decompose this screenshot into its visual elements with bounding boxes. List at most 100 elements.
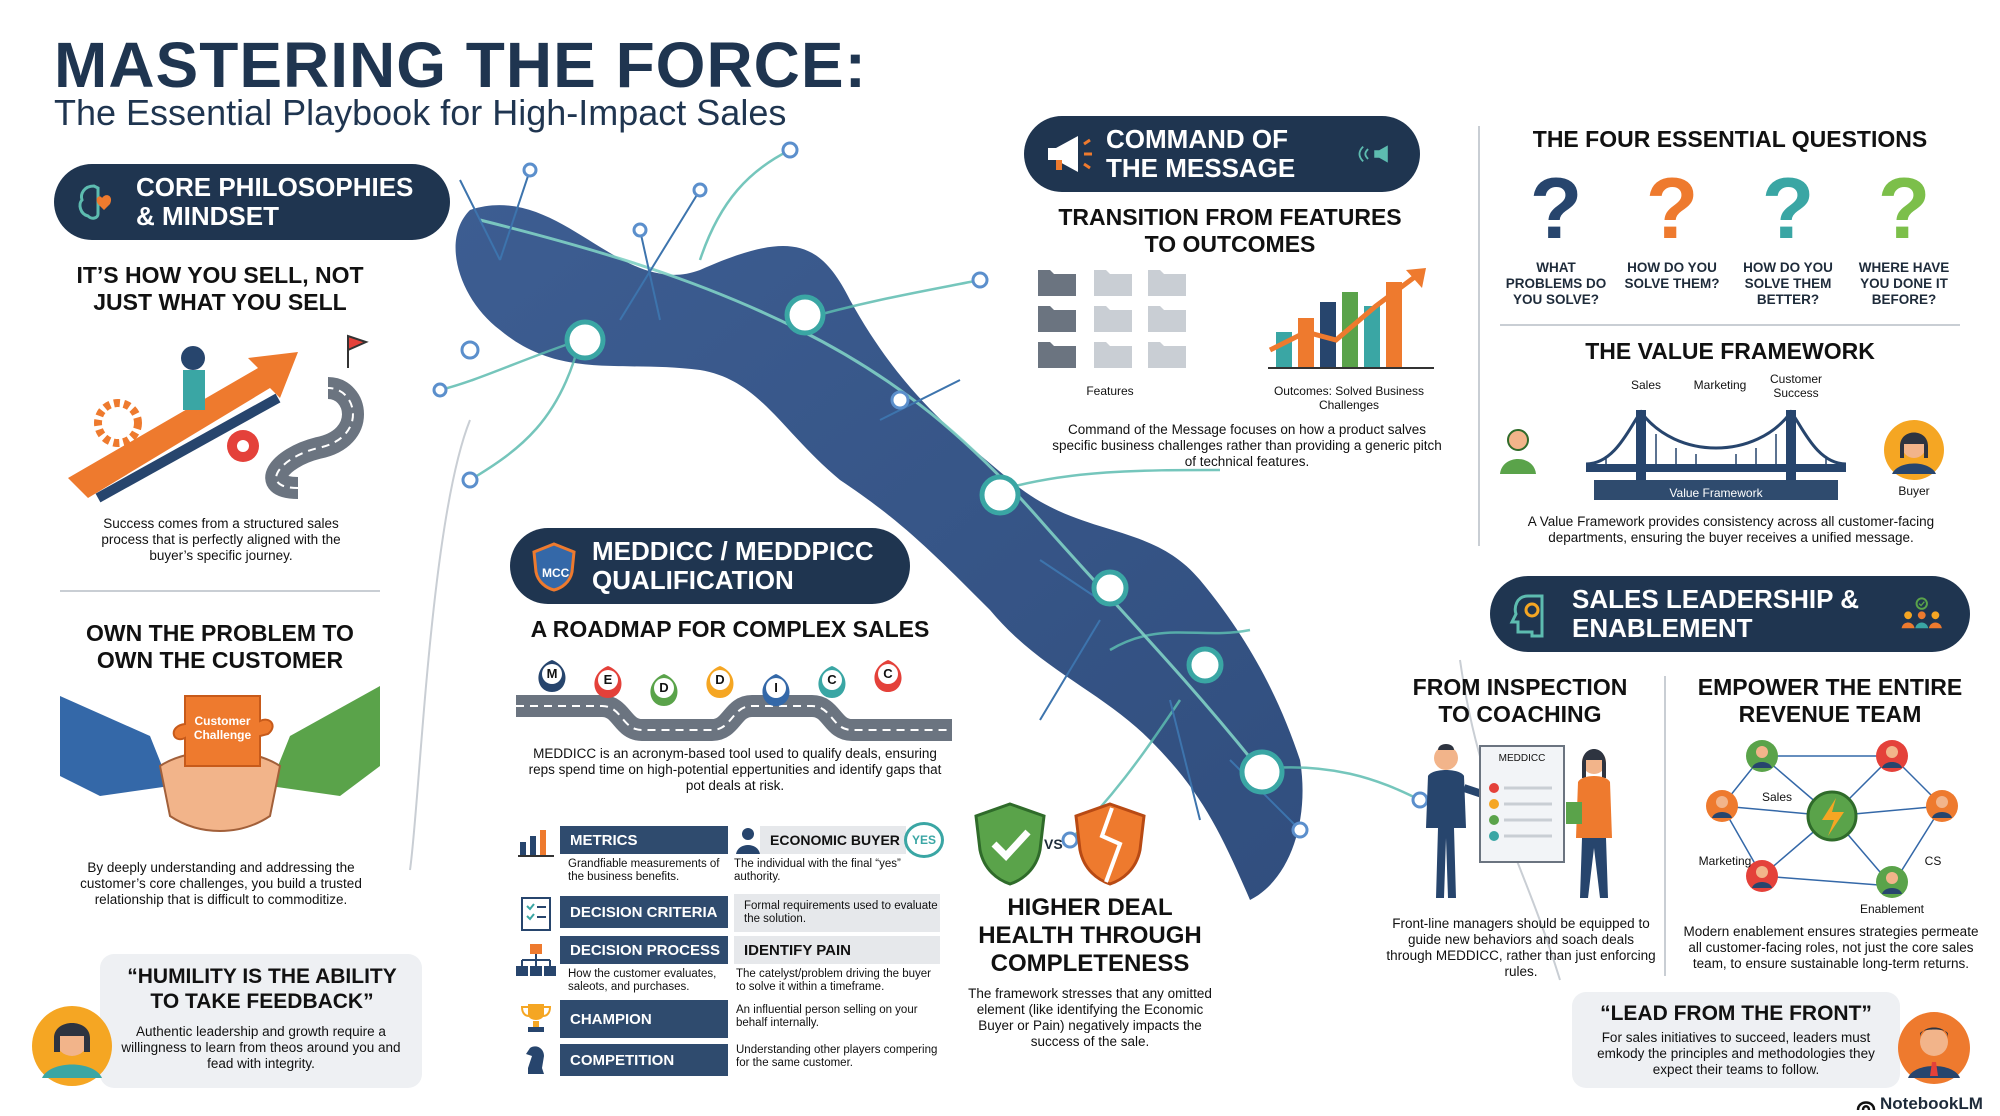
- desc-metrics: Grandfiable measurements of the business…: [568, 858, 720, 883]
- head-gear-icon: [1509, 594, 1544, 638]
- person-icon: [736, 828, 760, 854]
- vs-label: VS: [1044, 836, 1063, 852]
- pin-letter-c2: C: [883, 666, 893, 681]
- label-vf-sales: Sales: [1630, 378, 1662, 392]
- pill-command-label: COMMAND OF THE MESSAGE: [1106, 124, 1296, 183]
- pill-command-message: COMMAND OF THE MESSAGE: [1024, 116, 1420, 192]
- desc-decision-criteria: Formal requirements used to evaluate the…: [734, 894, 940, 932]
- row-metrics: METRICS: [560, 826, 728, 854]
- text-own-problem: By deeply understanding and addressing t…: [80, 860, 362, 907]
- avatar-buyer: [1884, 420, 1944, 480]
- footer-brand-label: NotebookLM: [1880, 1094, 1983, 1113]
- heading-features-outcomes: TRANSITION FROM FEATURES TO OUTCOMES: [1058, 204, 1402, 257]
- text-structured-process: Success comes from a structured sales pr…: [101, 516, 341, 563]
- bar-chart-icon: [518, 830, 554, 857]
- quote-lead-title: “LEAD FROM THE FRONT”: [1600, 1002, 1872, 1025]
- row-champion: CHAMPION: [560, 1000, 728, 1038]
- label-vf-cs: Customer Success: [1769, 372, 1822, 400]
- quote-humility: “HUMILITY IS THE ABILITY TO TAKE FEEDBAC…: [100, 954, 422, 1088]
- pin-letter-i: I: [774, 680, 778, 695]
- pin-letter-d2: D: [715, 672, 725, 687]
- roadmap-pin-letters: M E D D I C C: [512, 648, 958, 708]
- question-mark-3: ?: [1761, 161, 1815, 257]
- quote-lead-front: “LEAD FROM THE FRONT” For sales initiati…: [1572, 992, 1900, 1088]
- row-competition: COMPETITION: [560, 1044, 728, 1076]
- text-deal-health: The framework stresses that any omitted …: [968, 986, 1212, 1049]
- text-revenue-team: Modern enablement ensures strategies per…: [1683, 924, 1979, 971]
- shield-label: MCC: [542, 566, 570, 580]
- person-green-icon: [1500, 429, 1536, 474]
- pin-letter-e: E: [603, 672, 613, 687]
- brain-heart-icon: [78, 184, 112, 220]
- label-outcomes: Outcomes: Solved Business Challenges: [1273, 384, 1425, 412]
- board-label: MEDDICC: [1498, 753, 1546, 764]
- heading-own-problem: OWN THE PROBLEM TO OWN THE CUSTOMER: [86, 620, 354, 673]
- label-rt-sales: Sales: [1761, 790, 1793, 804]
- handshake-icon: [60, 686, 380, 832]
- row-identify-pain: IDENTIFY PAIN: [734, 936, 940, 964]
- heading-deal-health: HIGHER DEAL HEALTH THROUGH COMPLETENESS: [978, 894, 1202, 977]
- label-features: Features: [1086, 384, 1134, 398]
- puzzle-label: Customer Challenge: [193, 714, 252, 742]
- page-title: MASTERING THE FORCE:: [54, 29, 867, 101]
- divider-questions: [1500, 324, 1960, 326]
- sound-wave-icon: [1358, 145, 1388, 163]
- divider-core-1: [60, 590, 380, 592]
- avatar-man: [1898, 1012, 1970, 1084]
- label-vf-bridge: Value Framework: [1669, 486, 1763, 500]
- text-meddicc-intro: MEDDICC is an acronym-based tool used to…: [528, 746, 942, 793]
- trophy-icon: [520, 1004, 552, 1032]
- question-mark-2: ?: [1645, 161, 1699, 257]
- chess-knight-icon: [526, 1046, 544, 1074]
- desc-identify-pain: The catelyst/problem driving the buyer t…: [736, 968, 931, 993]
- heading-inspection-coaching: FROM INSPECTION TO COACHING: [1412, 674, 1628, 727]
- text-command-message: Command of the Message focuses on how a …: [1052, 422, 1442, 469]
- pill-sales-leadership: SALES LEADERSHIP & ENABLEMENT: [1490, 576, 1970, 652]
- team-icon: [1901, 597, 1942, 629]
- label-vf-buyer: Buyer: [1898, 484, 1930, 498]
- avatar-woman: [32, 1006, 112, 1086]
- page-subtitle: The Essential Playbook for High-Impact S…: [54, 92, 787, 133]
- heading-roadmap: A ROADMAP FOR COMPLEX SALES: [530, 616, 930, 642]
- divider-leadership: [1664, 676, 1666, 976]
- shields-vs-illustration: [974, 802, 1146, 886]
- coaching-icon: [1426, 744, 1612, 898]
- growth-chart-illustration: [1268, 268, 1434, 369]
- label-vf-marketing: Marketing: [1693, 378, 1747, 392]
- pill-core-philosophies: CORE PHILOSOPHIES & MINDSET: [54, 164, 450, 240]
- pill-core-label: CORE PHILOSOPHIES & MINDSET: [136, 172, 414, 231]
- pin-letter-m: M: [546, 666, 558, 681]
- handshake-illustration: Customer Challenge: [60, 676, 380, 846]
- quote-humility-title: “HUMILITY IS THE ABILITY TO TAKE FEEDBAC…: [127, 965, 397, 1013]
- quote-lead-body: For sales initiatives to succeed, leader…: [1597, 1030, 1875, 1077]
- footer-brand: NotebookLM: [1856, 1094, 1983, 1114]
- megaphone-icon: [1048, 136, 1092, 172]
- roadmap-illustration: [516, 660, 952, 741]
- revenue-network-illustration: [1706, 740, 1958, 898]
- heading-value-framework: THE VALUE FRAMEWORK: [1585, 338, 1875, 364]
- question-2-label: HOW DO YOU SOLVE THEM?: [1624, 260, 1720, 291]
- divider-right-vertical: [1478, 126, 1480, 546]
- row-decision-criteria: DECISION CRITERIA: [560, 896, 728, 928]
- heading-how-you-sell: IT’S HOW YOU SELL, NOT JUST WHAT YOU SEL…: [76, 262, 364, 315]
- roadmap-pins: [538, 660, 902, 718]
- label-rt-cs: CS: [1924, 854, 1942, 868]
- question-3-label: HOW DO YOU SOLVE THEM BETTER?: [1743, 260, 1833, 307]
- journey-illustration: [68, 334, 369, 503]
- question-mark-1: ?: [1529, 161, 1583, 257]
- folders-illustration: [1038, 270, 1186, 368]
- coaching-illustration: MEDDICC: [1416, 738, 1626, 906]
- desc-decision-process: How the customer evaluates, saleots, and…: [568, 968, 717, 993]
- notebooklm-logo-icon: [1856, 1101, 1876, 1111]
- heading-revenue-team: EMPOWER THE ENTIRE REVENUE TEAM: [1697, 674, 1963, 727]
- question-1-label: WHAT PROBLEMS DO YOU SOLVE?: [1505, 260, 1607, 307]
- heading-four-questions: THE FOUR ESSENTIAL QUESTIONS: [1532, 126, 1928, 152]
- pin-letter-d1: D: [659, 680, 669, 695]
- pin-letter-c1: C: [827, 672, 837, 687]
- shield-mcc-icon: [532, 542, 576, 592]
- pill-meddicc: MCC MEDDICC / MEDDPICC QUALIFICATION: [510, 528, 910, 604]
- desc-economic-buyer: The individual with the final “yes” auth…: [734, 858, 901, 883]
- text-inspection-coaching: Front-line managers should be equipped t…: [1386, 916, 1656, 979]
- question-mark-4: ?: [1877, 161, 1931, 257]
- bridge-illustration: [1586, 409, 1846, 500]
